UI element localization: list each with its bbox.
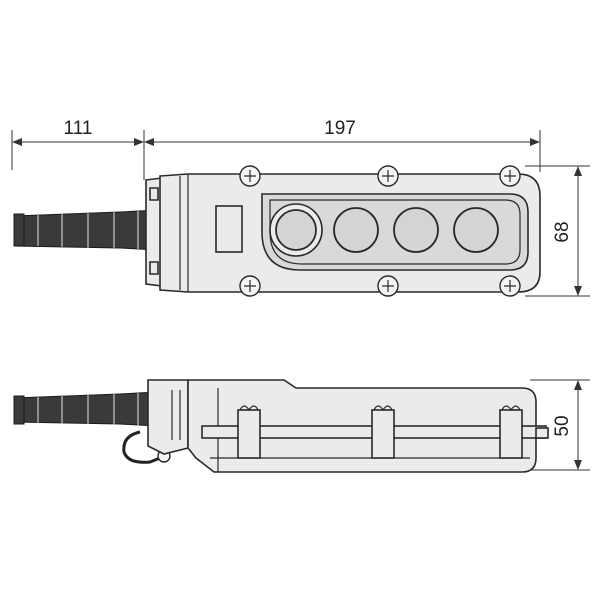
dimension-body-width: 68 <box>525 165 590 297</box>
dimension-body-length: 197 <box>144 118 541 172</box>
top-view <box>13 165 541 297</box>
side-view <box>13 379 549 473</box>
dimension-body-height: 50 <box>530 379 590 471</box>
hook-icon <box>122 430 161 464</box>
button-stem-1 <box>237 405 261 459</box>
button-3 <box>393 207 439 253</box>
cable-length-label: 111 <box>64 118 93 139</box>
label-plate <box>215 205 243 253</box>
body-width-label: 68 <box>552 221 573 242</box>
button-stem-3 <box>499 405 523 459</box>
button-stem-2 <box>371 405 395 459</box>
dimension-cable-length: 111 <box>11 118 145 180</box>
screw-icon <box>239 275 261 297</box>
screw-icon <box>377 275 399 297</box>
button-4 <box>453 207 499 253</box>
cable-side <box>13 391 157 427</box>
button-2 <box>333 207 379 253</box>
cable-top <box>13 209 159 251</box>
screw-icon <box>377 165 399 187</box>
screw-icon <box>499 275 521 297</box>
screw-icon <box>239 165 261 187</box>
button-1 <box>269 203 323 257</box>
screw-icon <box>499 165 521 187</box>
body-height-label: 50 <box>552 415 573 436</box>
body-length-label: 197 <box>324 118 356 139</box>
